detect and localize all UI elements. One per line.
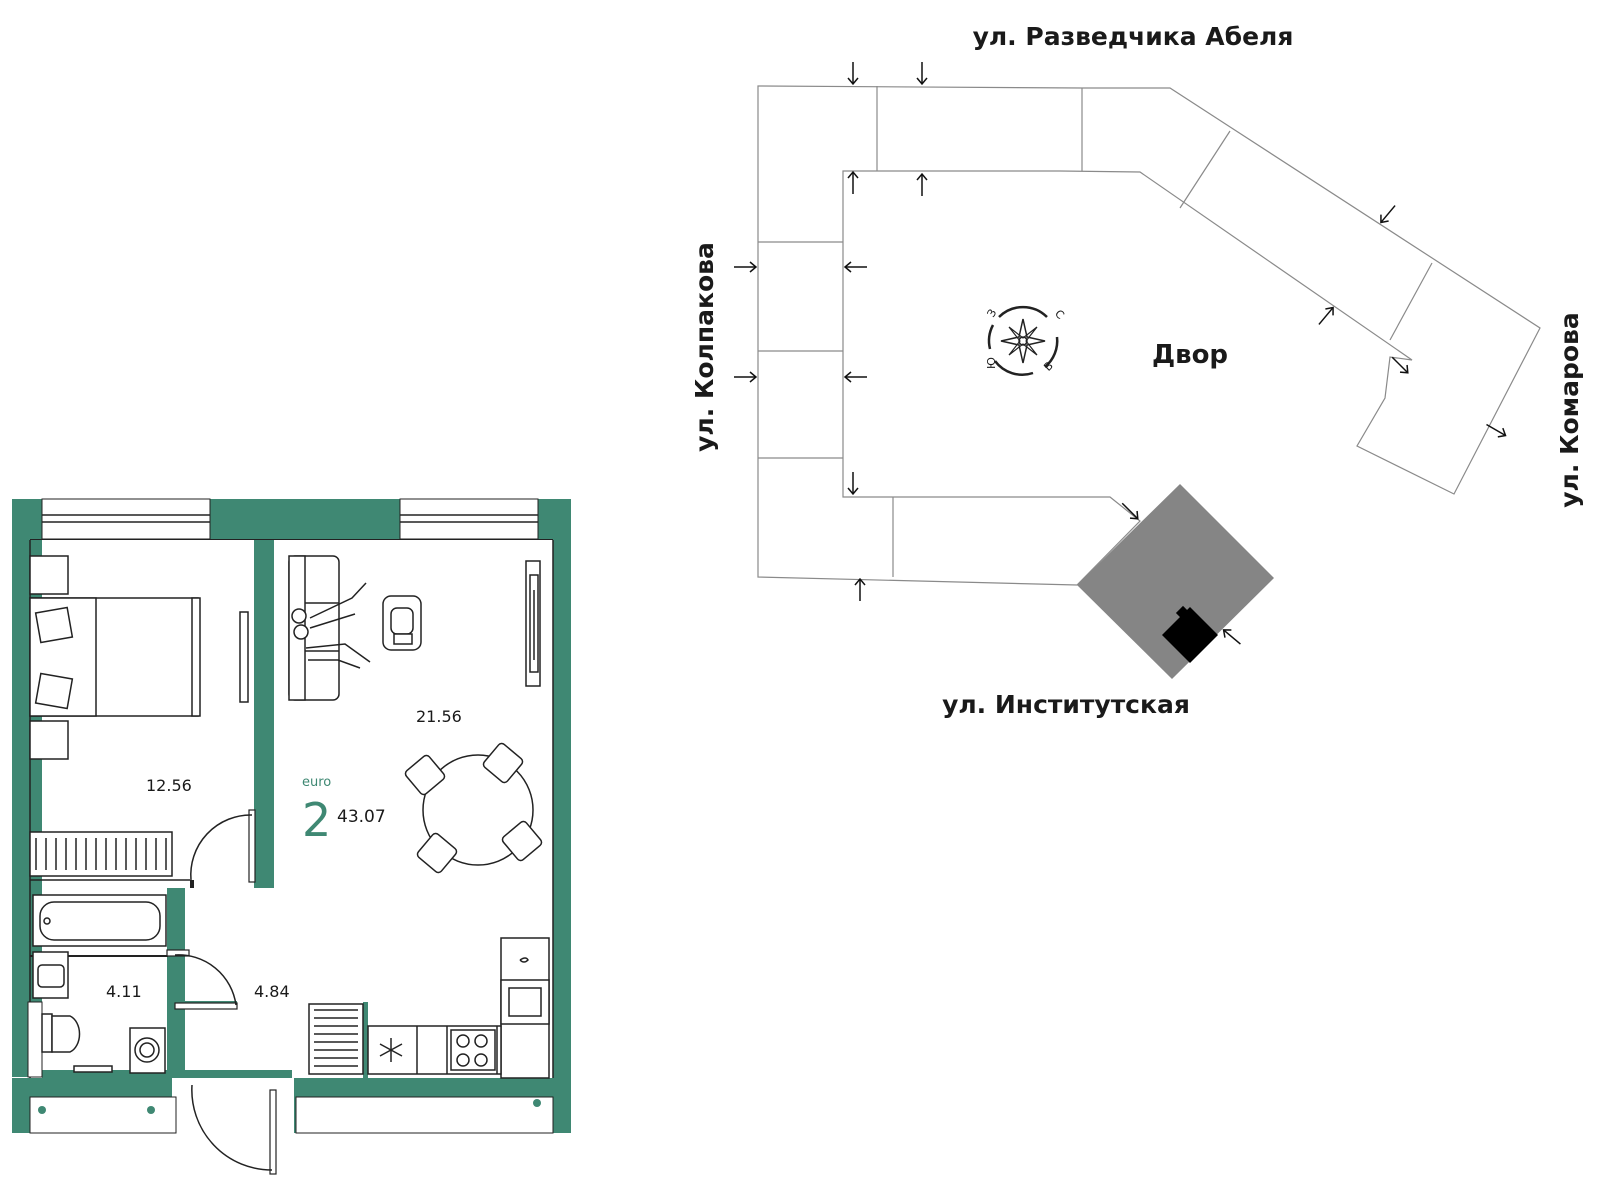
sink — [32, 951, 69, 999]
compass-west: З — [985, 307, 1000, 320]
hallway-area: 4.84 — [254, 982, 290, 1001]
kitchen-radiator — [308, 1003, 364, 1075]
tv-unit — [525, 560, 541, 687]
toilet — [41, 1013, 81, 1053]
street-north: ул. Разведчика Абеля — [973, 22, 1294, 51]
bathtub — [32, 894, 167, 947]
armchair — [382, 595, 422, 651]
sofa — [288, 555, 371, 701]
bathroom-area: 4.11 — [106, 982, 142, 1001]
dining-table — [404, 742, 543, 874]
yard-label: Двор — [1152, 340, 1228, 370]
apartment-plan: 12.56 21.56 4.11 4.84 euro 2 43.07 — [12, 498, 571, 1175]
highlighted-section — [1077, 484, 1274, 679]
living-kitchen-area: 21.56 — [416, 707, 462, 726]
fridge-snowflake-icon — [379, 1038, 403, 1062]
total-area: 43.07 — [337, 807, 386, 827]
radiator — [29, 831, 173, 877]
washing-machine — [129, 1027, 166, 1074]
rooms-count: 2 — [302, 793, 331, 847]
apartment-type: euro — [302, 775, 331, 790]
site-plan: С В Ю З ул. Разведчика Абеля ул. Колпако… — [690, 22, 1584, 719]
street-east: ул. Комарова — [1555, 312, 1584, 507]
kitchen — [367, 937, 550, 1079]
bedroom-area: 12.56 — [146, 776, 192, 795]
compass-north: С — [1052, 307, 1067, 322]
building-outline — [757, 85, 1541, 586]
street-west: ул. Колпакова — [690, 242, 719, 452]
bed — [29, 555, 201, 760]
compass-south: Ю — [985, 357, 998, 369]
doors — [166, 809, 277, 1175]
windows — [41, 498, 539, 540]
apartment-marker — [1162, 605, 1218, 663]
compass-east: В — [1041, 359, 1056, 374]
tv — [239, 611, 249, 703]
compass-rose: С В Ю З — [985, 305, 1067, 376]
bath-shelf — [73, 1065, 113, 1073]
street-south: ул. Институтская — [942, 690, 1190, 719]
